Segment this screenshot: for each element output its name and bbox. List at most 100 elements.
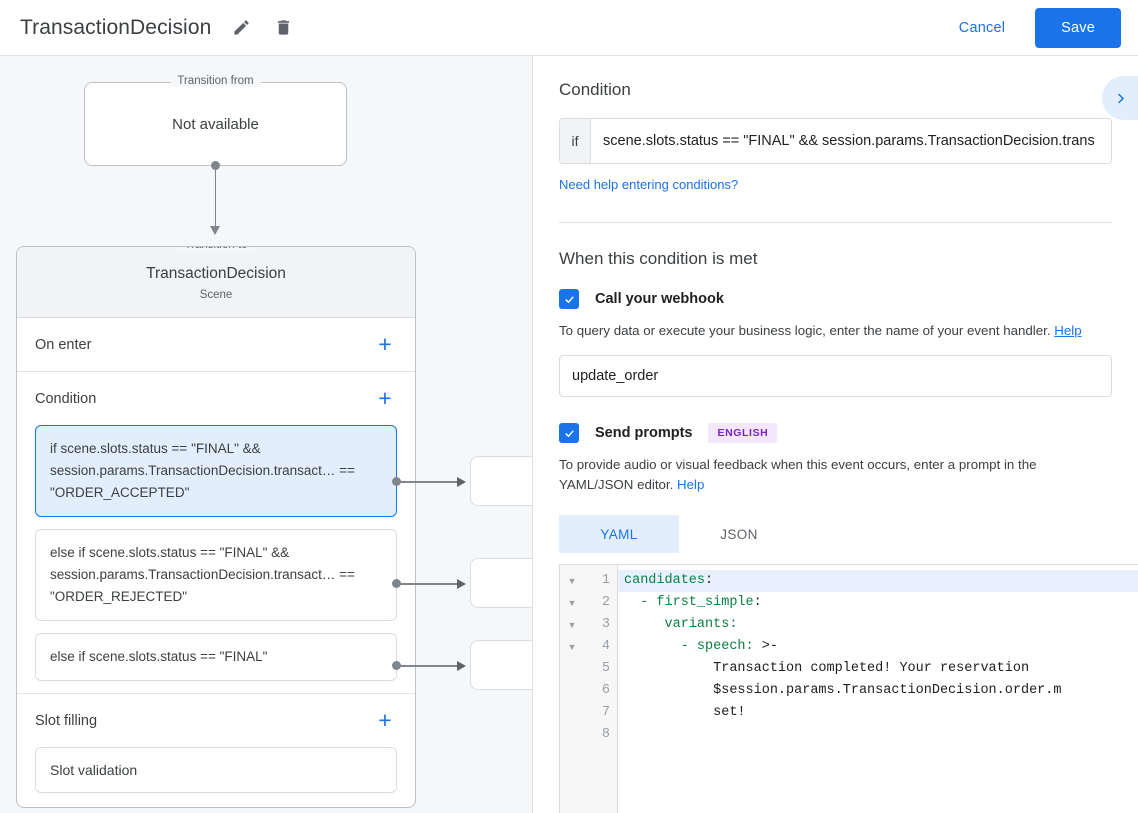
condition-card[interactable]: else if scene.slots.status == "FINAL" &&…: [35, 529, 397, 621]
edge-line: [399, 665, 463, 667]
send-prompts-checkbox[interactable]: [559, 423, 579, 443]
fold-toggle-icon[interactable]: ▼: [567, 576, 577, 586]
save-button[interactable]: Save: [1035, 7, 1121, 48]
target-node[interactable]: [470, 456, 532, 506]
section-header-slot-filling: Slot filling +: [35, 694, 397, 747]
section-on-enter: On enter +: [17, 318, 415, 372]
if-prefix-label: if: [560, 119, 591, 163]
line-number: 1: [601, 573, 610, 588]
call-webhook-checkbox[interactable]: [559, 289, 579, 309]
section-header-on-enter: On enter +: [35, 318, 397, 371]
call-webhook-description: To query data or execute your business l…: [559, 321, 1112, 341]
line-number: 4: [601, 639, 610, 654]
code-line[interactable]: [618, 724, 1138, 746]
target-node[interactable]: [470, 558, 532, 608]
tab-json[interactable]: JSON: [720, 526, 758, 542]
app-header: TransactionDecision Cancel Save: [0, 0, 1138, 56]
code-line[interactable]: candidates:: [618, 570, 1138, 592]
add-slot-filling-icon[interactable]: +: [378, 707, 392, 733]
add-condition-icon[interactable]: +: [378, 385, 392, 411]
yaml-key: candidates: [624, 573, 706, 588]
event-handler-input[interactable]: [559, 355, 1112, 397]
condition-expression-input[interactable]: [591, 119, 1111, 163]
when-condition-met-block: When this condition is met Call your web…: [533, 223, 1138, 554]
code-line[interactable]: set!: [624, 705, 746, 720]
yaml-text: >-: [753, 639, 778, 654]
line-number: 3: [601, 617, 610, 632]
header-actions: Cancel Save: [947, 7, 1138, 48]
call-webhook-row: Call your webhook: [559, 289, 1112, 309]
edge-dot: [392, 579, 401, 588]
yaml-text: :: [753, 595, 762, 610]
panel-divider: [559, 222, 1112, 223]
send-prompts-description: To provide audio or visual feedback when…: [559, 455, 1112, 495]
webhook-help-link[interactable]: Help: [1054, 323, 1082, 338]
edge-arrow: [457, 476, 466, 487]
scene-graph-canvas[interactable]: Transition from Not available Transition…: [0, 56, 532, 813]
edge-line: [399, 583, 463, 585]
code-line[interactable]: - first_simple:: [618, 592, 1138, 614]
transition-to-legend: Transition to: [177, 247, 255, 251]
language-badge: ENGLISH: [708, 423, 778, 443]
scene-card-header[interactable]: TransactionDecision Scene: [17, 247, 415, 318]
yaml-text: :: [705, 573, 714, 588]
transition-from-legend: Transition from: [170, 75, 261, 87]
section-title-condition: Condition: [35, 390, 97, 407]
editor-format-tabs: YAML JSON: [559, 515, 1112, 554]
prompts-help-link[interactable]: Help: [677, 477, 705, 492]
editor-code-area[interactable]: candidates: - first_simple: variants: - …: [618, 565, 1138, 813]
connector-dot: [211, 161, 220, 170]
code-line[interactable]: variants:: [618, 614, 1138, 636]
connector-line: [214, 166, 216, 228]
add-on-enter-icon[interactable]: +: [378, 331, 392, 357]
yaml-key: - first_simple: [624, 595, 754, 610]
fold-spacer: [560, 724, 584, 746]
send-prompts-label: Send prompts: [595, 425, 693, 441]
section-slot-filling: Slot filling + Slot validation: [17, 694, 415, 793]
editor-fold-column: ▼ ▼ ▼ ▼: [560, 565, 584, 813]
fold-toggle-icon[interactable]: ▼: [567, 598, 577, 608]
connector-arrow: [209, 226, 220, 235]
condition-card[interactable]: else if scene.slots.status == "FINAL": [35, 633, 397, 681]
fold-toggle-icon[interactable]: ▼: [567, 620, 577, 630]
yaml-key: - speech:: [624, 639, 754, 654]
edge-dot: [392, 661, 401, 670]
condition-help-link[interactable]: Need help entering conditions?: [559, 177, 739, 192]
section-header-condition: Condition +: [35, 372, 397, 425]
slot-validation-card[interactable]: Slot validation: [35, 747, 397, 793]
section-title-on-enter: On enter: [35, 336, 92, 353]
fold-spacer: [560, 658, 584, 680]
cancel-button[interactable]: Cancel: [947, 11, 1017, 45]
yaml-key: variants:: [624, 617, 738, 632]
chevron-right-icon[interactable]: [1102, 76, 1138, 120]
tab-yaml[interactable]: YAML: [559, 515, 679, 553]
line-number: 5: [601, 661, 610, 676]
when-condition-met-heading: When this condition is met: [559, 249, 758, 268]
scene-card: Transition to TransactionDecision Scene …: [16, 246, 416, 808]
section-condition: Condition + if scene.slots.status == "FI…: [17, 372, 415, 694]
call-webhook-description-text: To query data or execute your business l…: [559, 323, 1051, 338]
code-line[interactable]: $session.params.TransactionDecision.orde…: [624, 683, 1062, 698]
trash-icon[interactable]: [271, 16, 295, 40]
fold-spacer: [560, 702, 584, 724]
scene-name: TransactionDecision: [146, 265, 286, 282]
details-panel: Condition if Need help entering conditio…: [532, 56, 1138, 813]
code-line[interactable]: Transaction completed! Your reservation: [624, 661, 1030, 676]
line-number: 2: [601, 595, 610, 610]
pencil-icon[interactable]: [229, 16, 253, 40]
transition-from-value: Not available: [172, 115, 259, 133]
fold-spacer: [560, 680, 584, 702]
condition-card[interactable]: if scene.slots.status == "FINAL" && sess…: [35, 425, 397, 517]
send-prompts-row: Send prompts ENGLISH: [559, 423, 1112, 443]
code-line[interactable]: - speech: >-: [618, 636, 1138, 658]
condition-block: Condition if Need help entering conditio…: [533, 56, 1138, 223]
edge-dot: [392, 477, 401, 486]
target-node[interactable]: [470, 640, 532, 690]
line-number: 8: [601, 727, 610, 742]
line-number: 7: [601, 705, 610, 720]
fold-toggle-icon[interactable]: ▼: [567, 642, 577, 652]
edge-arrow: [457, 578, 466, 589]
